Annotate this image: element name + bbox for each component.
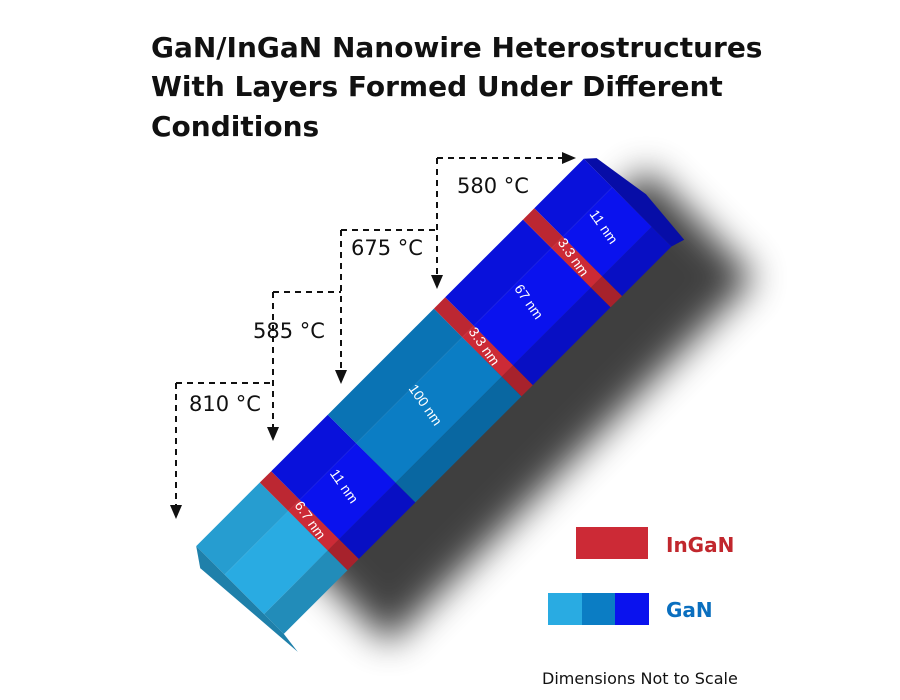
segment-top-face <box>433 297 474 338</box>
segment-top-face <box>523 208 563 249</box>
gan-segment-6 <box>445 219 611 386</box>
segment-top-face <box>534 158 613 237</box>
legend-gan-swatch-mid <box>582 593 615 625</box>
temp-label-810: 810 °C <box>189 392 261 416</box>
ingan-segment-2 <box>259 471 359 571</box>
segment-front-face <box>299 443 396 540</box>
temp-label-585: 585 °C <box>253 319 325 343</box>
segment-bottom-face <box>339 482 416 559</box>
segment-front-face <box>356 337 502 483</box>
arrow-down-icon <box>267 427 279 441</box>
temperature-staircase: 810 °C 585 °C 675 °C 580 °C <box>170 152 576 519</box>
temp-label-675: 675 °C <box>351 236 423 260</box>
segment-bottom-face <box>264 550 348 634</box>
diagram-title: GaN/InGaN Nanowire Heterostructures With… <box>151 31 762 143</box>
segment-front-face <box>551 236 603 288</box>
nanowire <box>196 158 685 652</box>
segment-bottom-face <box>395 376 522 503</box>
title-line-1: GaN/InGaN Nanowire Heterostructures <box>151 31 762 64</box>
segment-bottom-face <box>501 365 533 397</box>
arrow-down-icon <box>335 370 347 384</box>
legend-gan-swatch-light <box>548 593 582 625</box>
segment-bottom-face <box>327 539 359 571</box>
segment-front-face <box>224 511 328 615</box>
segment-bottom-face <box>590 276 622 308</box>
gan-segment-1 <box>196 482 348 652</box>
ingan-segment-7 <box>523 208 622 308</box>
title-line-2: With Layers Formed Under Different <box>151 70 723 103</box>
gan-segment-4 <box>327 308 522 503</box>
title-line-3: Conditions <box>151 110 319 143</box>
wire-drop-shadow <box>279 168 756 644</box>
segment-top-face <box>271 414 357 500</box>
wire-end-cap <box>583 158 685 247</box>
segment-front-face <box>562 187 652 277</box>
segment-front-face <box>288 499 340 551</box>
scale-note: Dimensions Not to Scale <box>542 669 738 688</box>
gan-segment-3 <box>271 414 416 559</box>
segment-front-face <box>473 248 591 366</box>
legend-ingan-swatch <box>576 527 648 559</box>
gan-segment-8 <box>534 158 685 296</box>
legend: InGaN GaN <box>548 527 734 625</box>
segment-top-face <box>196 482 289 575</box>
arrow-down-icon <box>170 505 182 519</box>
arrow-right-icon <box>562 152 576 164</box>
legend-ingan-label: InGaN <box>666 533 734 557</box>
legend-gan-swatch-bright <box>615 593 649 625</box>
ingan-segment-5 <box>433 297 533 397</box>
temp-label-580: 580 °C <box>457 174 529 198</box>
segment-top-face <box>259 471 300 511</box>
nanowire-shadow <box>279 168 756 644</box>
segment-top-face <box>327 308 463 444</box>
segment-top-face <box>445 219 552 326</box>
segment-front-face <box>462 325 514 377</box>
wire-start-cap <box>196 546 298 652</box>
arrow-down-icon <box>431 275 443 289</box>
segment-bottom-face <box>513 287 611 386</box>
legend-gan-label: GaN <box>666 598 713 622</box>
segment-bottom-face <box>602 226 672 296</box>
